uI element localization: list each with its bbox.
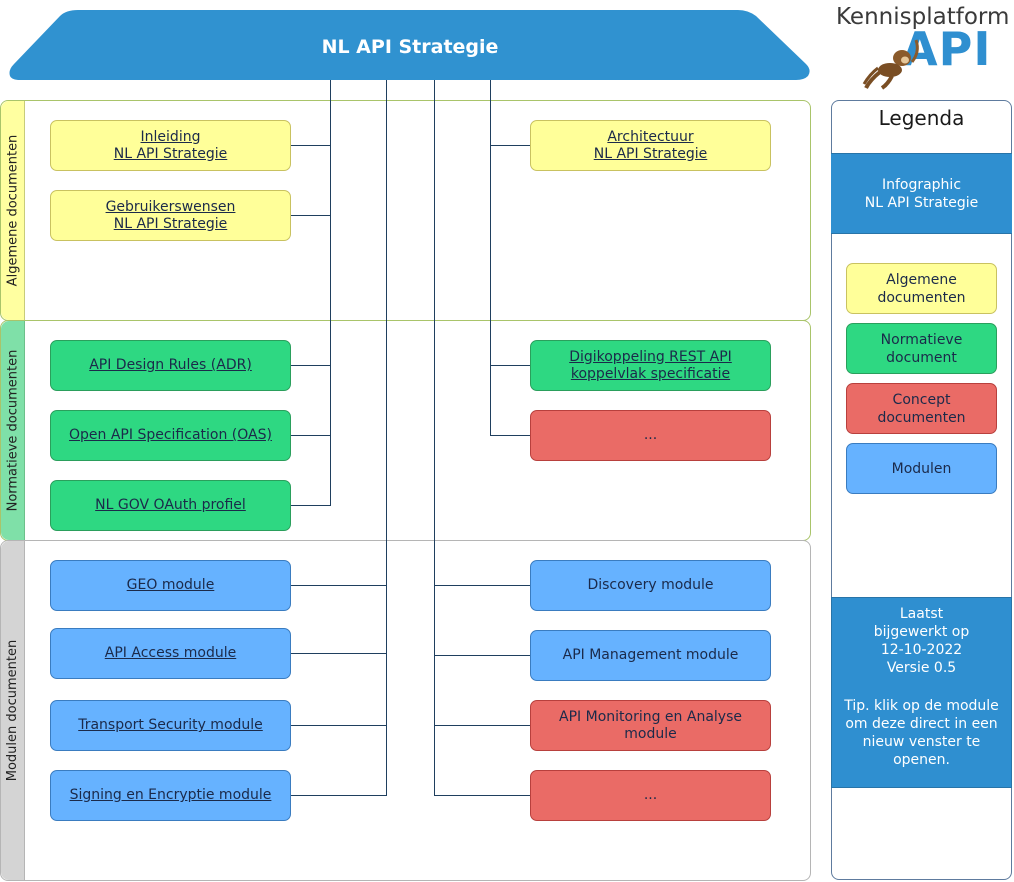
doc-gebruikerswensen[interactable]: Gebruikerswensen NL API Strategie — [50, 190, 291, 241]
section-tab-algemene — [1, 101, 25, 320]
legend-normatieve: Normatieve document — [846, 323, 997, 374]
section-tab-normatieve — [1, 321, 25, 540]
module-api-management[interactable]: API Management module — [530, 630, 771, 681]
connector-trunk-3 — [434, 80, 435, 796]
legend-concept: Concept documenten — [846, 383, 997, 434]
legend-title: Legenda — [878, 106, 965, 130]
doc-api-design-rules[interactable]: API Design Rules (ADR) — [50, 340, 291, 391]
connector-oauth — [290, 505, 331, 506]
legend-modulen: Modulen — [846, 443, 997, 494]
doc-digikoppeling[interactable]: Digikoppeling REST API koppelvlak specif… — [530, 340, 771, 391]
connector-geo — [290, 585, 387, 586]
doc-open-api-specification[interactable]: Open API Specification (OAS) — [50, 410, 291, 461]
connector-digikoppeling — [490, 365, 531, 366]
connector-management — [434, 655, 531, 656]
doc-normatief-concept-more[interactable]: ... — [530, 410, 771, 461]
connector-trunk-4 — [490, 80, 491, 436]
doc-nl-gov-oauth[interactable]: NL GOV OAuth profiel — [50, 480, 291, 531]
logo-text: Kennisplatform — [836, 4, 1010, 30]
legend-algemene: Algemene documenten — [846, 263, 997, 314]
doc-architectuur[interactable]: Architectuur NL API Strategie — [530, 120, 771, 171]
section-label-modulen: Modulen documenten — [5, 639, 21, 782]
header-title: NL API Strategie — [321, 36, 499, 58]
connector-inleiding — [290, 145, 331, 146]
legend-last-updated: Laatst bijgewerkt op 12-10-2022 Versie 0… — [873, 606, 970, 676]
connector-signing — [290, 795, 387, 796]
section-label-normatieve: Normatieve documenten — [5, 349, 21, 512]
connector-modules-more — [434, 795, 531, 796]
connector-discovery — [434, 585, 531, 586]
connector-trunk-1 — [330, 80, 331, 506]
connector-architectuur — [490, 145, 531, 146]
connector-access — [290, 653, 387, 654]
legend-infographic-banner: Infographic NL API Strategie — [831, 153, 1012, 234]
section-tab-modulen — [1, 541, 25, 880]
legend-tip: Tip. klik op de module om deze direct in… — [844, 698, 999, 768]
module-discovery[interactable]: Discovery module — [530, 560, 771, 611]
section-label-algemene: Algemene documenten — [5, 134, 20, 287]
module-signing-encryptie[interactable]: Signing en Encryptie module — [50, 770, 291, 821]
module-geo[interactable]: GEO module — [50, 560, 291, 611]
legend-info-panel: Laatst bijgewerkt op 12-10-2022 Versie 0… — [831, 597, 1012, 788]
module-api-access[interactable]: API Access module — [50, 628, 291, 679]
module-api-monitoring[interactable]: API Monitoring en Analyse module — [530, 700, 771, 751]
header-banner-shape — [9, 10, 810, 80]
connector-oas — [290, 435, 331, 436]
legend-banner-text: Infographic NL API Strategie — [864, 176, 979, 211]
connector-monitoring — [434, 725, 531, 726]
connector-transport — [290, 725, 387, 726]
connector-normatief-more — [490, 435, 531, 436]
module-concept-more[interactable]: ... — [530, 770, 771, 821]
monkey-icon — [862, 39, 919, 90]
module-transport-security[interactable]: Transport Security module — [50, 700, 291, 751]
connector-adr — [290, 365, 331, 366]
doc-inleiding[interactable]: Inleiding NL API Strategie — [50, 120, 291, 171]
connector-trunk-2 — [386, 80, 387, 796]
connector-gebruikerswensen — [290, 215, 331, 216]
